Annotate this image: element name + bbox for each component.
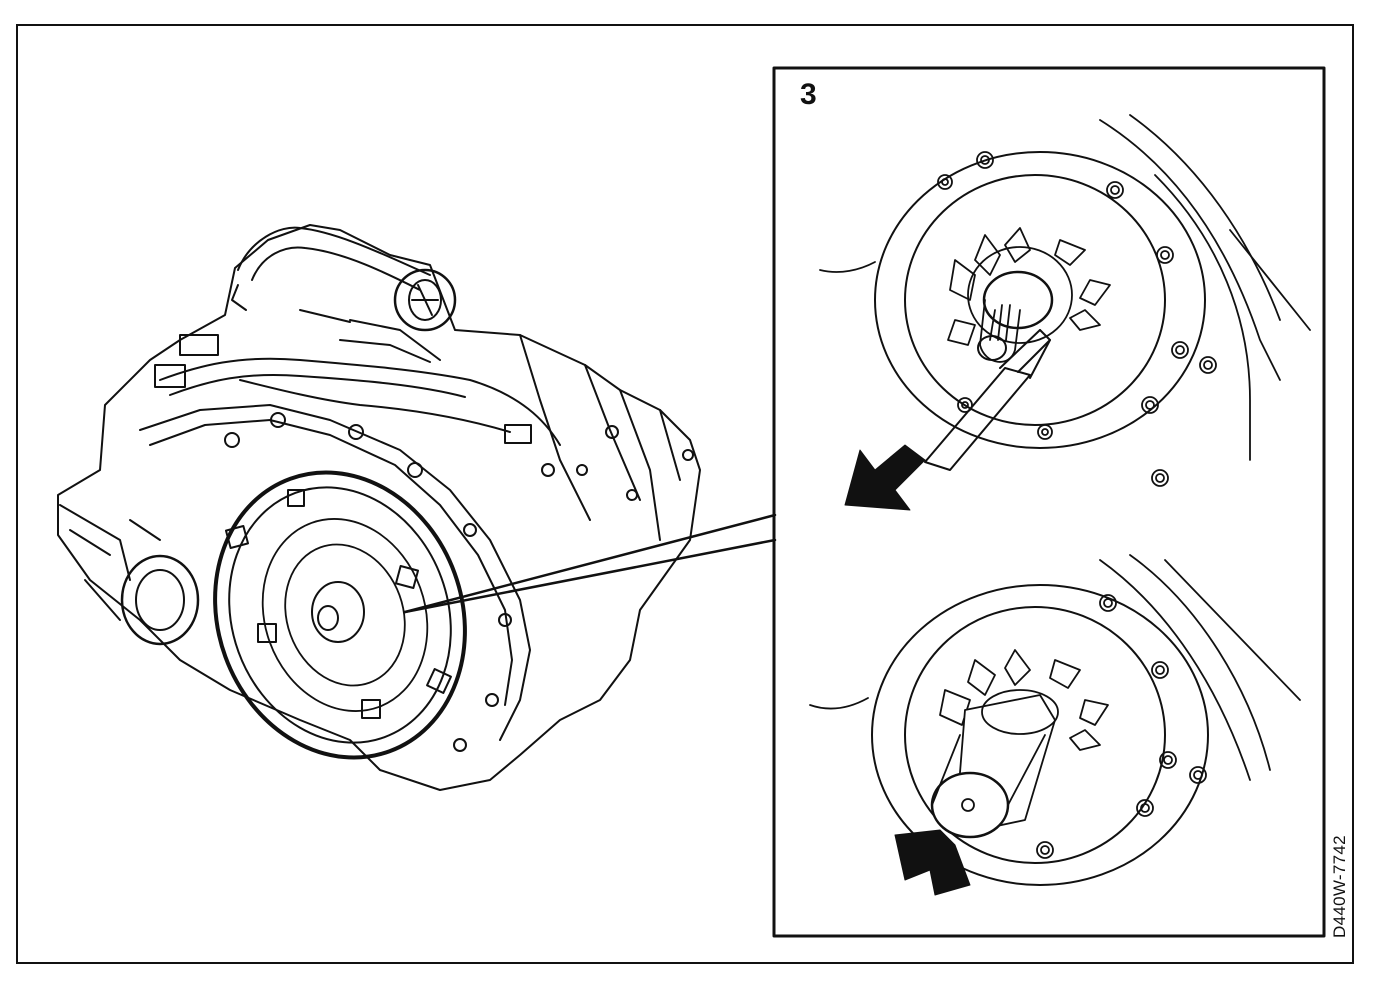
callout-leader bbox=[403, 513, 777, 614]
detail-box bbox=[772, 66, 1326, 938]
transmission-assembly-icon bbox=[57, 224, 701, 791]
input-shaft-icon bbox=[819, 114, 1311, 487]
torque-converter-icon bbox=[809, 554, 1301, 886]
torque-converter-icon bbox=[213, 470, 467, 760]
figure-frame bbox=[16, 24, 1354, 964]
removal-tool-icon bbox=[924, 329, 1051, 471]
arrow-pull-out-icon bbox=[844, 444, 926, 511]
detail-number: 3 bbox=[800, 78, 817, 111]
arrow-push-in-icon bbox=[894, 829, 971, 896]
figure-code: D440W-7742 bbox=[1330, 835, 1349, 938]
